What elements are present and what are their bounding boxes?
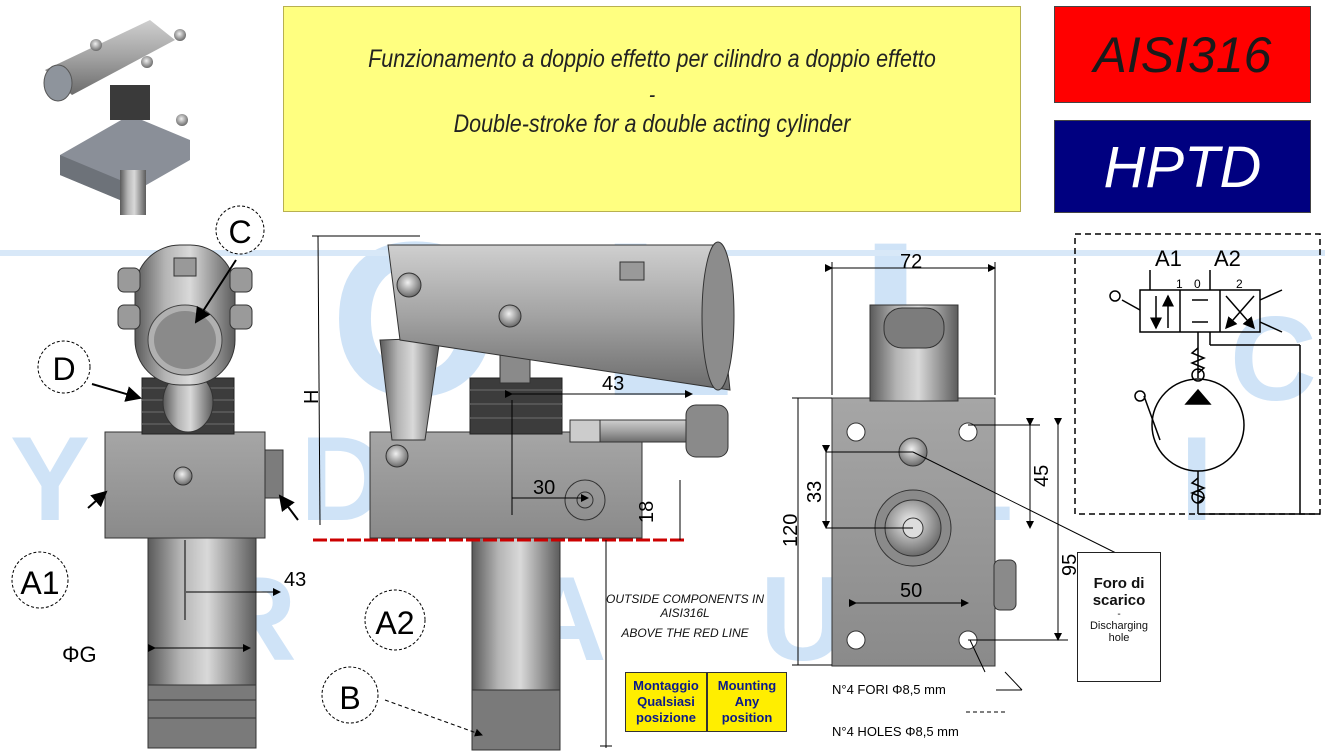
watermark-letter: C <box>1230 292 1317 426</box>
holes-note-italian: N°4 FORI Φ8,5 mm <box>832 682 946 697</box>
callout-a1: A1 <box>20 565 59 601</box>
hydraulic-valve-symbol <box>1074 233 1321 515</box>
isometric-thumbnail <box>43 20 190 215</box>
title-italian: Funzionamento a doppio effetto per cilin… <box>368 45 936 73</box>
dim-18: 18 <box>636 501 658 523</box>
mounting-it-line2: Qualsiasi <box>637 694 695 709</box>
callout-circles <box>11 205 426 724</box>
dim-45: 45 <box>1031 465 1053 487</box>
material-note-line2: ABOVE THE RED LINE <box>621 626 749 640</box>
mounting-it-line3: posizione <box>636 710 696 725</box>
dim-50: 50 <box>900 580 922 602</box>
valve-port-a2: A2 <box>1214 246 1241 271</box>
side-view <box>312 235 735 751</box>
mounting-en-line1: Mounting <box>717 678 777 693</box>
material-badge: AISI316 <box>1054 6 1311 103</box>
dim-43-side: 43 <box>602 373 624 395</box>
valve-pos-0: 0 <box>1194 277 1201 291</box>
title-separator: - <box>648 82 656 107</box>
foro-line2: scarico <box>1092 592 1146 609</box>
foro-line1: Foro di <box>1093 575 1145 592</box>
holes-note-english: N°4 HOLES Φ8,5 mm <box>832 724 959 739</box>
top-view <box>792 262 1123 713</box>
foro-line3: Discharging <box>1089 620 1149 632</box>
valve-pos-1: 1 <box>1176 277 1183 291</box>
watermark-letter: Y <box>10 412 90 546</box>
foro-line4: hole <box>1108 632 1130 644</box>
dim-33: 33 <box>804 481 826 503</box>
callout-a2: A2 <box>375 605 414 641</box>
dim-h: H <box>301 390 323 404</box>
dim-72: 72 <box>900 251 922 273</box>
callout-c: C <box>228 214 251 250</box>
title-english: Double-stroke for a double acting cylind… <box>453 110 851 138</box>
material-note: OUTSIDE COMPONENTS IN AISI316L ABOVE THE… <box>605 592 765 640</box>
mounting-en-line2: Any <box>734 694 760 709</box>
mounting-it-line1: Montaggio <box>633 678 699 693</box>
dim-g: ΦG <box>62 642 97 667</box>
dim-95: 95 <box>1059 554 1081 576</box>
mounting-en-line3: position <box>721 710 773 725</box>
material-note-line1: OUTSIDE COMPONENTS IN AISI316L <box>605 592 764 620</box>
valve-pos-2: 2 <box>1236 277 1243 291</box>
callout-d: D <box>52 351 75 387</box>
discharge-hole-label: Foro di scarico - Discharging hole <box>1077 552 1161 682</box>
front-view <box>87 244 299 749</box>
valve-port-a1: A1 <box>1155 246 1182 271</box>
foro-separator: - <box>1117 609 1121 620</box>
dim-120: 120 <box>780 514 802 547</box>
model-badge: HPTD <box>1054 120 1311 213</box>
callout-b: B <box>339 680 360 716</box>
dim-43-front: 43 <box>284 569 306 591</box>
title-banner: Funzionamento a doppio effetto per cilin… <box>283 6 1021 212</box>
dim-30: 30 <box>533 477 555 499</box>
